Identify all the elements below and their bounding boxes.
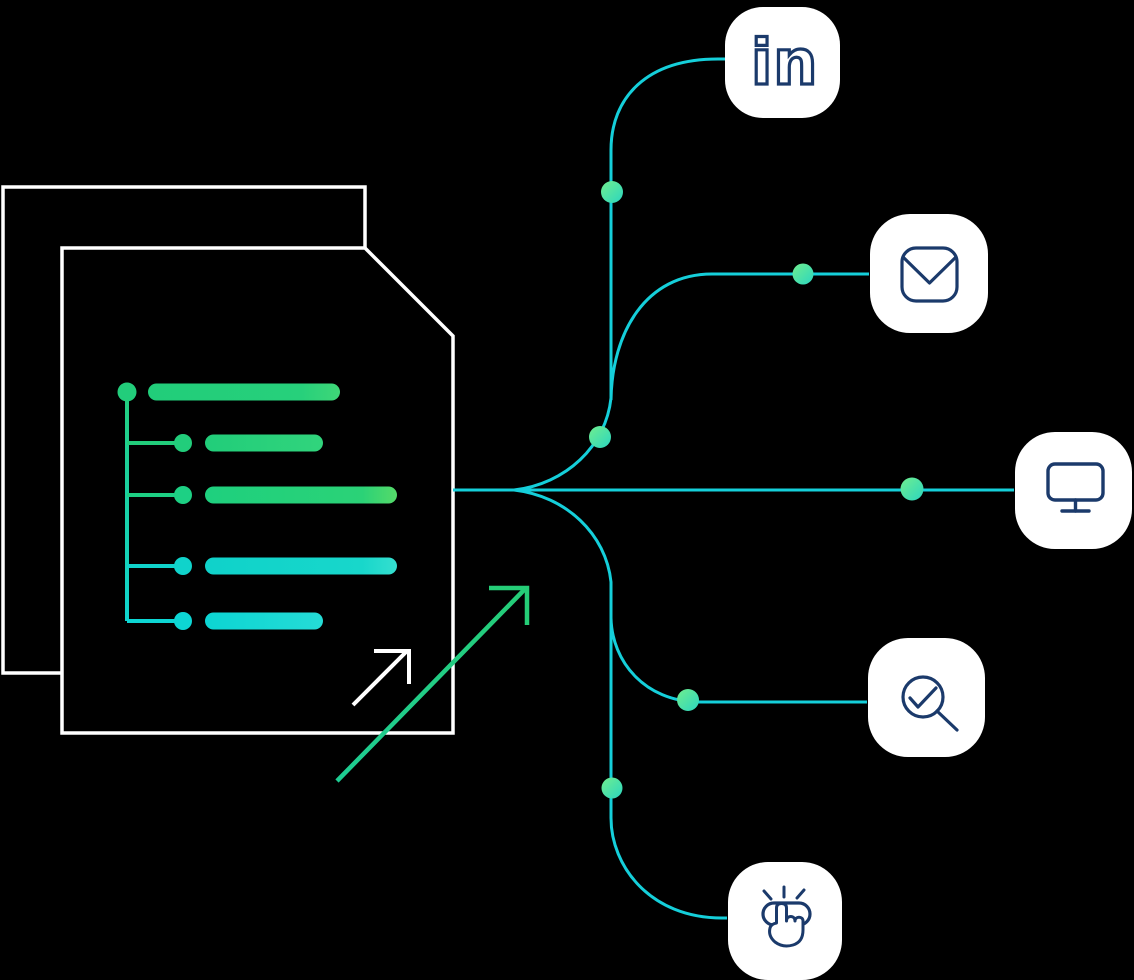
connector-down-click: [513, 488, 727, 920]
email-box[interactable]: [870, 214, 988, 333]
tree-bar: [148, 383, 340, 401]
connector-branch-email: [609, 272, 869, 401]
ne-arrow-small: [351, 649, 411, 707]
tree-bar: [205, 612, 323, 630]
tree-bar: [205, 434, 323, 452]
tree-node-dot: [174, 557, 192, 575]
linkedin-icon: in: [751, 26, 818, 99]
monitor-box[interactable]: [1015, 432, 1132, 549]
monitor-icon: [1046, 462, 1105, 513]
monitor-tile[interactable]: [1015, 432, 1132, 549]
node-dot: [677, 689, 699, 711]
tree-node-dot: [174, 486, 192, 504]
connector-up-linkedin: [513, 57, 725, 492]
connector-branch-search: [609, 617, 867, 704]
node-dot: [792, 263, 814, 285]
connector-lines: [453, 57, 1014, 920]
email-tile[interactable]: [870, 214, 988, 333]
tree-node-dot: [174, 612, 192, 630]
node-dot: [589, 426, 611, 448]
click-hand-tile[interactable]: [728, 862, 842, 980]
node-dot: [601, 181, 623, 203]
document-stack: [1, 185, 455, 735]
click-hand-icon: [761, 885, 812, 948]
growth-arrow: [335, 585, 530, 783]
connector-node-dots: [589, 181, 924, 799]
tree-bar: [205, 486, 397, 504]
search-check-icon: [901, 675, 959, 732]
linkedin-tile[interactable]: in: [725, 7, 840, 118]
node-dot: [601, 777, 623, 799]
tree-node-dot: [117, 382, 137, 402]
node-dot: [900, 477, 924, 501]
linkedin-box[interactable]: [725, 7, 840, 118]
outline-tree: [117, 382, 397, 630]
tree-bar: [205, 557, 397, 575]
tree-node-dot: [174, 434, 192, 452]
email-icon: [900, 246, 959, 303]
search-check-tile[interactable]: [868, 638, 985, 757]
